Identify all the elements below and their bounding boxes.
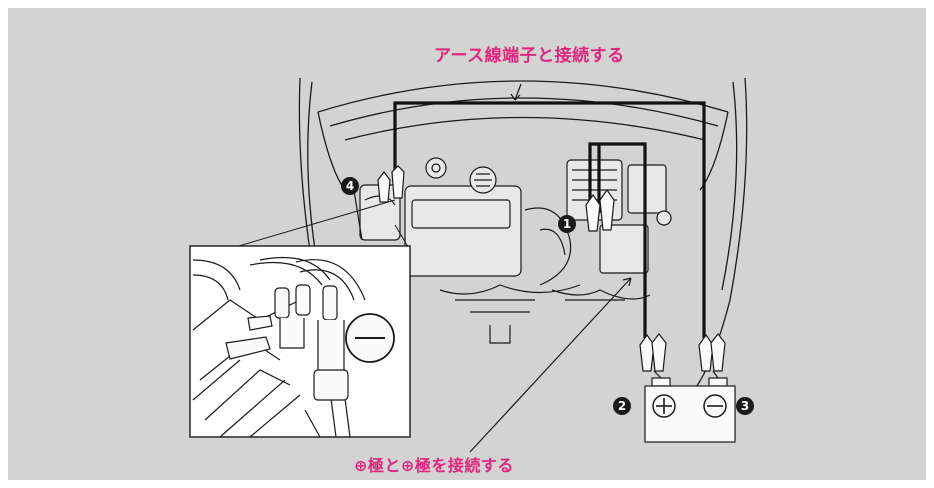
- car-body-outline: [298, 77, 748, 411]
- marker-3: 3: [736, 397, 754, 415]
- ground-terminal-label: アース線端子と接続する: [434, 46, 625, 66]
- jumper-cables: [393, 101, 706, 338]
- marker-4: 4: [341, 177, 359, 195]
- pointer-lines: [469, 83, 632, 453]
- positive-connect-label: ⊕極と⊕極を接続する: [354, 456, 514, 475]
- marker-2: 2: [613, 397, 631, 415]
- external-battery: [639, 333, 736, 443]
- inset-detail: [189, 199, 411, 438]
- marker-1: 1: [558, 215, 576, 233]
- engine-clamps: [377, 165, 615, 232]
